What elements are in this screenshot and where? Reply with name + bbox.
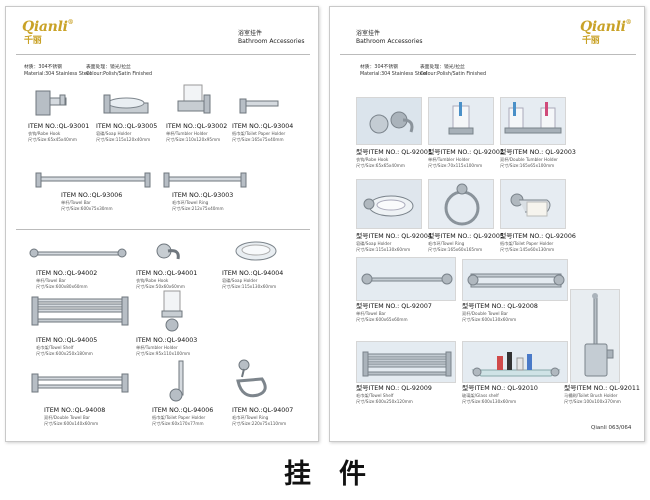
towel-ring-square-icon: [163, 172, 247, 188]
photo-robe-hook: [356, 97, 422, 145]
photo-double-towel-bar: [462, 259, 568, 301]
towel-ring-round-icon: [236, 359, 267, 398]
header-divider-right: [340, 54, 636, 55]
photo-towel-ring: [428, 179, 494, 229]
page-number: Qianli 063/064: [591, 425, 632, 431]
photo-glass-shelf: [462, 341, 568, 383]
robe-hook-round-icon: [156, 243, 180, 260]
towel-bar-square-icon: [35, 172, 151, 188]
page-title: 挂件: [284, 459, 394, 490]
photo-towel-shelf: [356, 341, 456, 383]
double-towel-bar-icon: [31, 373, 129, 393]
soap-holder-round-icon: [235, 241, 277, 261]
tumbler-holder-square-icon: [177, 84, 211, 114]
photo-towel-bar: [356, 257, 456, 301]
towel-shelf-icon: [31, 296, 129, 326]
header-divider: [16, 54, 310, 55]
brand-logo: Qianli® 千丽: [22, 19, 74, 46]
photo-soap-holder: [356, 179, 422, 229]
toilet-paper-holder-round-icon: [169, 360, 184, 402]
tumbler-holder-round-icon: [161, 290, 183, 332]
photo-tumbler-holder: [428, 97, 494, 145]
towel-bar-round-icon: [29, 248, 127, 258]
brand-logo-right: Qianli® 千丽: [580, 19, 632, 46]
toilet-paper-holder-square-icon: [239, 98, 279, 114]
photo-double-tumbler-holder: [500, 97, 566, 145]
photo-toilet-paper-holder: [500, 179, 566, 229]
soap-holder-square-icon: [103, 94, 149, 114]
photo-toilet-brush-holder: [570, 289, 620, 383]
robe-hook-square-icon: [35, 90, 67, 116]
section-divider: [16, 229, 310, 230]
